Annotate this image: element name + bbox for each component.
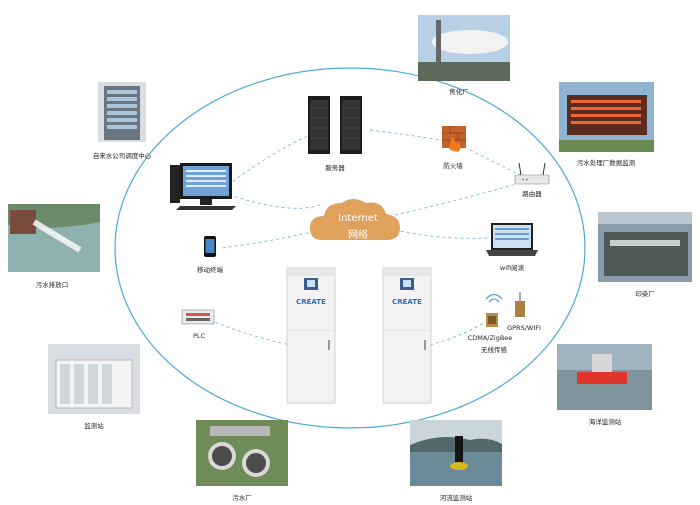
photo-coking-plant (418, 15, 510, 81)
internet-cloud (310, 199, 400, 240)
cabinet-brand-left: CREATE (296, 298, 326, 306)
label-waterworks: 自来水公司调度中心 (92, 152, 152, 160)
label-gprs: GPRS/WIFI (507, 324, 541, 332)
label-printing: 印染厂 (635, 290, 655, 298)
label-sewage-plant: 污水厂 (232, 494, 252, 502)
label-coking: 焦化厂 (449, 88, 469, 96)
photo-monitor-station (48, 344, 140, 414)
label-river: 河流监测站 (439, 494, 473, 502)
photo-outfall (8, 204, 100, 272)
analyzer-cabinet-right (382, 267, 432, 404)
server-icon (308, 96, 362, 154)
analyzer-cabinet-left (286, 267, 336, 404)
label-plc: PLC (192, 332, 206, 340)
label-sensor: 无线传感 (481, 346, 507, 354)
mobile-phone-icon (204, 236, 216, 257)
photo-river-station (410, 420, 502, 486)
label-router: 路由器 (522, 190, 542, 198)
firewall-icon (442, 126, 466, 152)
photo-printing-plant (598, 212, 692, 282)
wireless-sensor-icon (485, 292, 525, 327)
label-cdma: CDMA/ZigBee (467, 334, 513, 342)
router-icon (514, 162, 550, 185)
label-ocean: 海洋监测站 (588, 418, 622, 426)
network-ring (114, 67, 586, 429)
label-wifi-reader: wifi阅读 (499, 264, 525, 272)
photo-waterworks (98, 82, 146, 142)
cabinet-brand-right: CREATE (392, 298, 422, 306)
label-firewall: 防火墙 (443, 162, 463, 170)
label-mobile: 移动终端 (197, 266, 223, 274)
label-sewage-data: 污水处理厂数据监测 (576, 159, 636, 167)
laptop-icon (486, 223, 538, 256)
plc-icon (181, 309, 215, 325)
cloud-label-line1: Internet (338, 213, 378, 224)
photo-sewage-plant (196, 420, 288, 486)
photo-sewage-data (559, 82, 654, 152)
photo-ocean-station (557, 344, 652, 410)
desktop-computer-icon (170, 163, 236, 210)
label-server: 服务器 (325, 164, 345, 172)
label-outfall: 污水排放口 (35, 281, 69, 289)
cloud-label-line2: 网络 (348, 230, 368, 241)
label-monitor-station: 监测站 (84, 422, 104, 430)
